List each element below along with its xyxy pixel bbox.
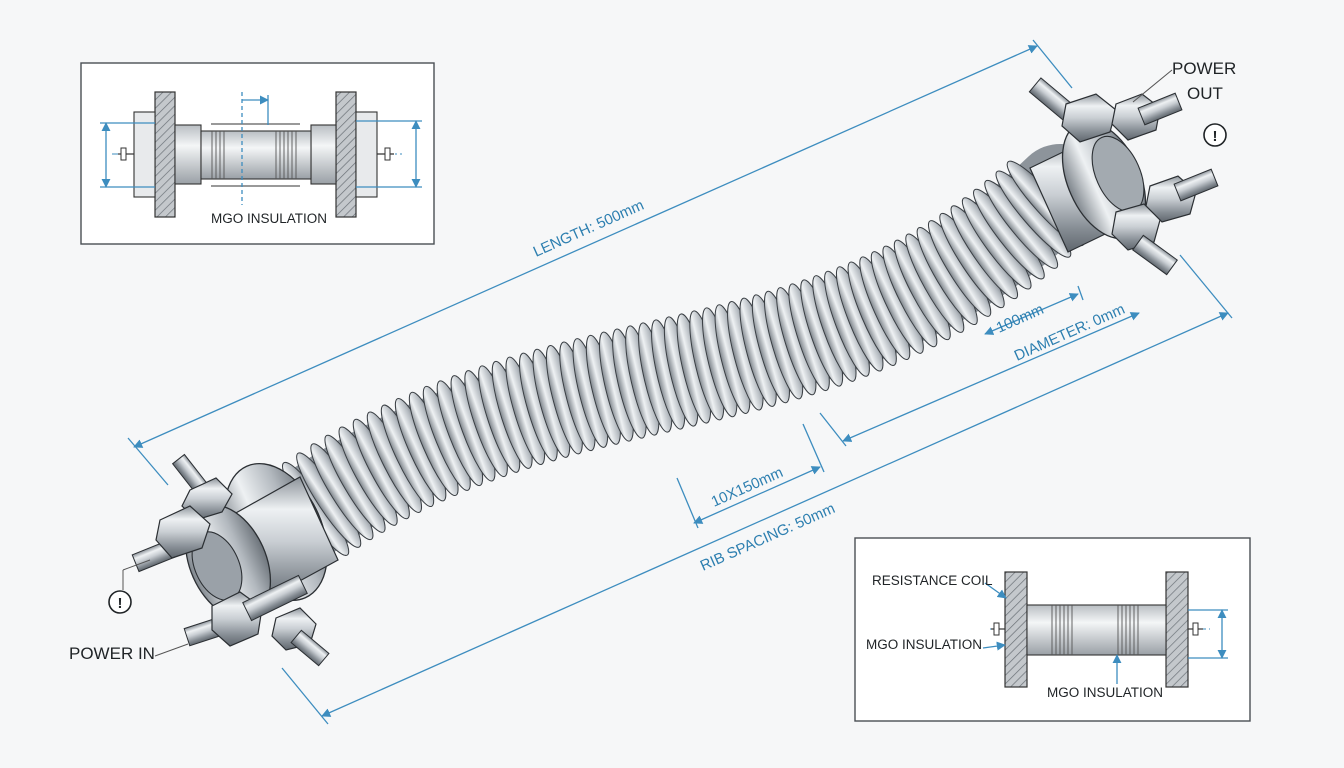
length-dimension [133,45,1038,448]
power-in-label: POWER IN [69,644,155,663]
segment-100-dimension [984,293,1079,335]
power-out-label-line2: OUT [1187,84,1223,103]
diameter-dimension [842,312,1140,442]
warning-icon-bottom: ! [108,590,132,614]
right-stud-power-out [1111,92,1183,141]
left-lower-nut [183,574,308,647]
inset-bottom-insulation-label-left: MGO INSULATION [866,637,982,652]
left-stud-power-in [131,505,211,573]
svg-text:!: ! [118,595,123,612]
heater-body [131,77,1219,667]
left-lower-stud [271,607,330,667]
rib-spacing-label: RIB SPACING: 50mm [698,500,838,575]
warning-icon-top: ! [1203,123,1227,147]
inset-top-left: MGO INSULATION [80,62,435,245]
left-end-fitting [131,453,339,667]
inset-bottom-resistance-coil-label: RESISTANCE COIL [872,573,993,588]
power-out-label-line1: POWER [1172,59,1236,78]
right-side-stud [1145,168,1219,223]
segment-10x150-dimension [693,466,821,524]
svg-text:!: ! [1213,128,1218,145]
right-lower-stud [1111,203,1178,276]
corrugated-ribs [254,144,1106,566]
dimension-lines [127,39,1233,725]
right-upper-stud [1028,77,1117,143]
inset-bottom-insulation-label-bottom: MGO INSULATION [1047,685,1163,700]
length-label: LENGTH: 500mm [531,197,647,261]
inset-top-insulation-label: MGO INSULATION [211,211,327,226]
inset-bottom-right: RESISTANCE COIL MGO INSULATION MGO INSUL… [854,537,1251,722]
